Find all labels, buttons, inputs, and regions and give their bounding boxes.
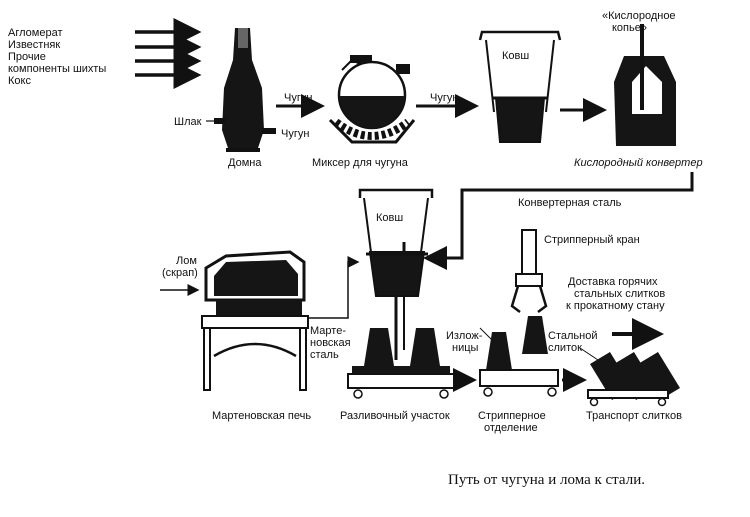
open-hearth-label: Мартеновская печь: [212, 410, 312, 422]
molds-label-2: ницы: [452, 342, 479, 354]
input-coke: Кокс: [8, 75, 31, 87]
stripper-dept-2: отделение: [484, 422, 538, 434]
oh-steel-1: Марте-: [310, 325, 346, 337]
delivery-1: Доставка горячих: [568, 276, 658, 288]
stripper-dept-1: Стрипперное: [478, 410, 546, 422]
slag-label: Шлак: [174, 116, 202, 128]
open-hearth-steel-arrow: [302, 256, 360, 319]
scrap-label-1: Лом: [176, 255, 197, 267]
ladle-top-label: Ковш: [502, 50, 530, 62]
molds-pointer: [479, 327, 493, 341]
stripper-drawing: [479, 229, 559, 397]
arrow-iron-1-label: Чугун: [284, 92, 313, 104]
blast-furnace-drawing: [214, 28, 276, 152]
molds-label-1: Излож-: [446, 330, 483, 342]
ladle-mid-label: Ковш: [376, 212, 404, 224]
open-hearth-drawing: [201, 250, 309, 391]
oh-steel-2: новская: [310, 337, 351, 349]
converter-steel-label: Конвертерная сталь: [518, 197, 622, 209]
input-agglomerate: Агломерат: [8, 27, 63, 39]
converter-drawing: [614, 24, 676, 146]
stripper-crane-label: Стрипперный кран: [544, 234, 640, 246]
input-charge: компоненты шихты: [8, 63, 107, 75]
input-other: Прочие: [8, 51, 46, 63]
transport-label: Транспорт слитков: [586, 410, 682, 422]
mixer-drawing: [328, 55, 416, 144]
ladle-top-drawing: [478, 30, 562, 143]
pouring-label: Разливочный участок: [340, 410, 450, 422]
converter-label: Кислородный конвертер: [574, 157, 703, 169]
blast-furnace-label: Домна: [228, 157, 262, 169]
ingot-label-2: слиток: [548, 342, 582, 354]
oh-steel-3: сталь: [310, 349, 339, 361]
iron-out-label: Чугун: [281, 128, 310, 140]
delivery-2: стальных слитков: [574, 288, 666, 300]
ladle-mid-drawing: [358, 188, 434, 360]
converter-steel-route: [423, 172, 694, 270]
pouring-drawing: [347, 328, 455, 399]
transport-drawing: [587, 352, 680, 407]
lance-label-2: копье»: [612, 22, 647, 34]
ingot-pointer: [579, 347, 599, 361]
scrap-label-2: (скрап): [162, 267, 198, 279]
delivery-3: к прокатному стану: [566, 300, 665, 312]
mixer-label: Миксер для чугуна: [312, 157, 408, 169]
arrow-iron-2-label: Чугун: [430, 92, 459, 104]
lance-label-1: «Кислородное: [602, 10, 676, 22]
ingot-label-1: Стальной: [548, 330, 598, 342]
input-limestone: Известняк: [8, 39, 61, 51]
figure-caption: Путь от чугуна и лома к стали.: [448, 472, 645, 488]
input-arrows: [135, 18, 202, 89]
